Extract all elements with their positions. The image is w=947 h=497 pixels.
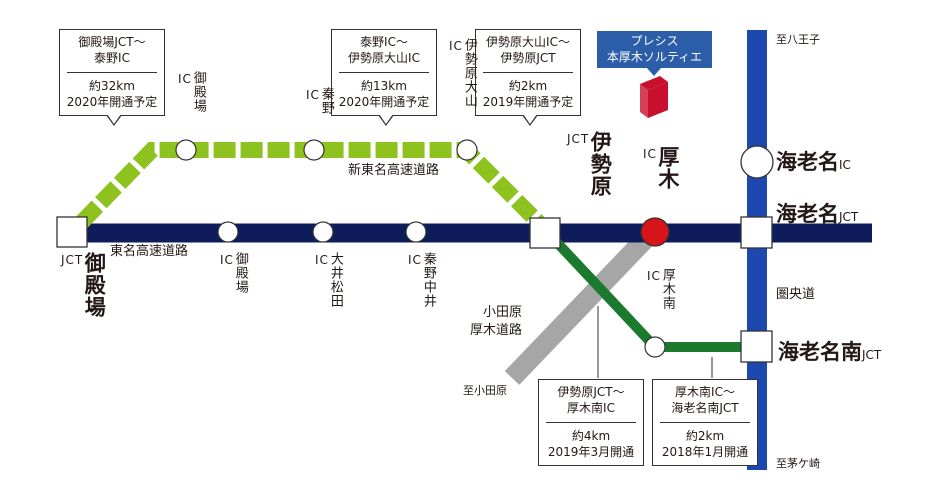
callout-section: 厚木南IC～ 海老名南JCT (660, 380, 750, 424)
station-name: 御殿場 (82, 252, 107, 318)
ebina-ic-label: 海老名IC (776, 146, 851, 176)
tomei-label: 東名高速道路 (110, 244, 189, 259)
station-suffix: JCT (862, 348, 882, 362)
station-name: 秦野中井 (420, 252, 436, 308)
property-badge: プレシス 本厚木ソルティエ (597, 31, 712, 76)
hadano-nakai-ic-marker (405, 221, 427, 243)
station-suffix: IC (315, 253, 329, 267)
station-suffix: IC (449, 39, 463, 53)
direction-odawara: 至小田原 (463, 384, 507, 397)
callout-isehara-jct-atsugi-minami: 伊勢原JCT～ 厚木南IC 約4km 2019年3月開通 (538, 379, 644, 467)
callout-section: 御殿場JCT～ 泰野IC (67, 30, 157, 74)
callout-atsugi-minami-ebina-minami: 厚木南IC～ 海老名南JCT 約2km 2018年1月開通 (652, 379, 758, 467)
callout-hadano-isehara-oyama: 泰野IC～ 伊勢原大山IC 約13km 2020年開通予定 (331, 29, 437, 127)
gotemba-ic2-marker (217, 221, 239, 243)
station-name: 御殿場 (190, 71, 206, 113)
callout-detail: 約4km 2019年3月開通 (547, 429, 635, 459)
station-suffix: IC (220, 253, 234, 267)
station-suffix: IC (643, 147, 657, 161)
shintomei-expressway (76, 142, 546, 230)
station-name: 厚木南 (659, 268, 675, 310)
atsugi-ic-marker (640, 217, 670, 247)
station-name: 厚木 (655, 146, 680, 190)
shintomei-label: 新東名高速道路 (348, 163, 440, 178)
callout-detail: 約2km 2018年1月開通 (661, 429, 749, 459)
station-suffix: JCT (839, 210, 859, 224)
callout-detail: 約13km 2020年開通予定 (338, 79, 430, 109)
station-suffix: IC (408, 253, 422, 267)
gotemba-jct-marker (56, 216, 88, 248)
callout-section: 泰野IC～ 伊勢原大山IC (339, 30, 429, 74)
odawara-atsugi-road (504, 225, 660, 385)
callout-pointer (106, 114, 122, 127)
callout-detail: 約32km 2020年開通予定 (66, 79, 158, 109)
callout-section: 伊勢原JCT～ 厚木南IC (546, 380, 636, 424)
callout-detail: 約2km 2019年開通予定 (482, 79, 574, 109)
ebina-ic-marker (740, 145, 774, 179)
ebina-minami-jct-marker (740, 330, 773, 363)
property-label: プレシス 本厚木ソルティエ (606, 34, 703, 65)
isehara-oyama-ic-marker (456, 139, 478, 161)
station-name: 海老名南 (778, 340, 862, 364)
ebina-minami-jct-label: 海老名南JCT (778, 336, 881, 366)
callout-section: 伊勢原大山IC～ 伊勢原JCT (483, 30, 573, 74)
station-name: 御殿場 (232, 252, 248, 294)
station-suffix: IC (839, 158, 851, 172)
isehara-jct-marker (529, 217, 561, 249)
station-name: 海老名 (776, 150, 839, 174)
gotemba-ic-marker (175, 139, 197, 161)
station-name: 伊勢原大山 (461, 38, 477, 108)
callout-isehara-oyama-isehara-jct: 伊勢原大山IC～ 伊勢原JCT 約2km 2019年開通予定 (475, 29, 581, 127)
station-suffix: IC (306, 88, 320, 102)
station-name: 大井松田 (327, 252, 343, 308)
station-suffix: IC (178, 72, 192, 86)
odawara-label-line1: 小田原 (483, 305, 523, 320)
hadano-ic-marker (303, 139, 325, 161)
callout-gotemba-hadano: 御殿場JCT～ 泰野IC 約32km 2020年開通予定 (59, 29, 165, 127)
atsugi-minami-ic-marker (644, 336, 666, 358)
station-suffix: JCT (567, 132, 590, 146)
station-suffix: IC (647, 269, 661, 283)
ebina-jct-marker (740, 216, 773, 249)
station-suffix: JCT (61, 253, 84, 267)
odawara-atsugi-label: 小田原 厚木道路 (470, 304, 522, 339)
station-name: 伊勢原 (588, 131, 613, 197)
ebina-jct-label: 海老名JCT (776, 198, 858, 228)
building-icon (640, 76, 668, 118)
callout-pointer (378, 114, 394, 127)
direction-chigasaki: 至茅ケ崎 (776, 457, 820, 470)
direction-hachioji: 至八王子 (776, 33, 820, 46)
oimatsuda-ic-marker (312, 221, 334, 243)
station-name: 秦野 (318, 87, 334, 115)
ken-o-do-label: 圏央道 (776, 287, 816, 302)
odawara-label-line2: 厚木道路 (470, 322, 523, 338)
callout-pointer (522, 114, 538, 127)
station-name: 海老名 (776, 202, 839, 226)
